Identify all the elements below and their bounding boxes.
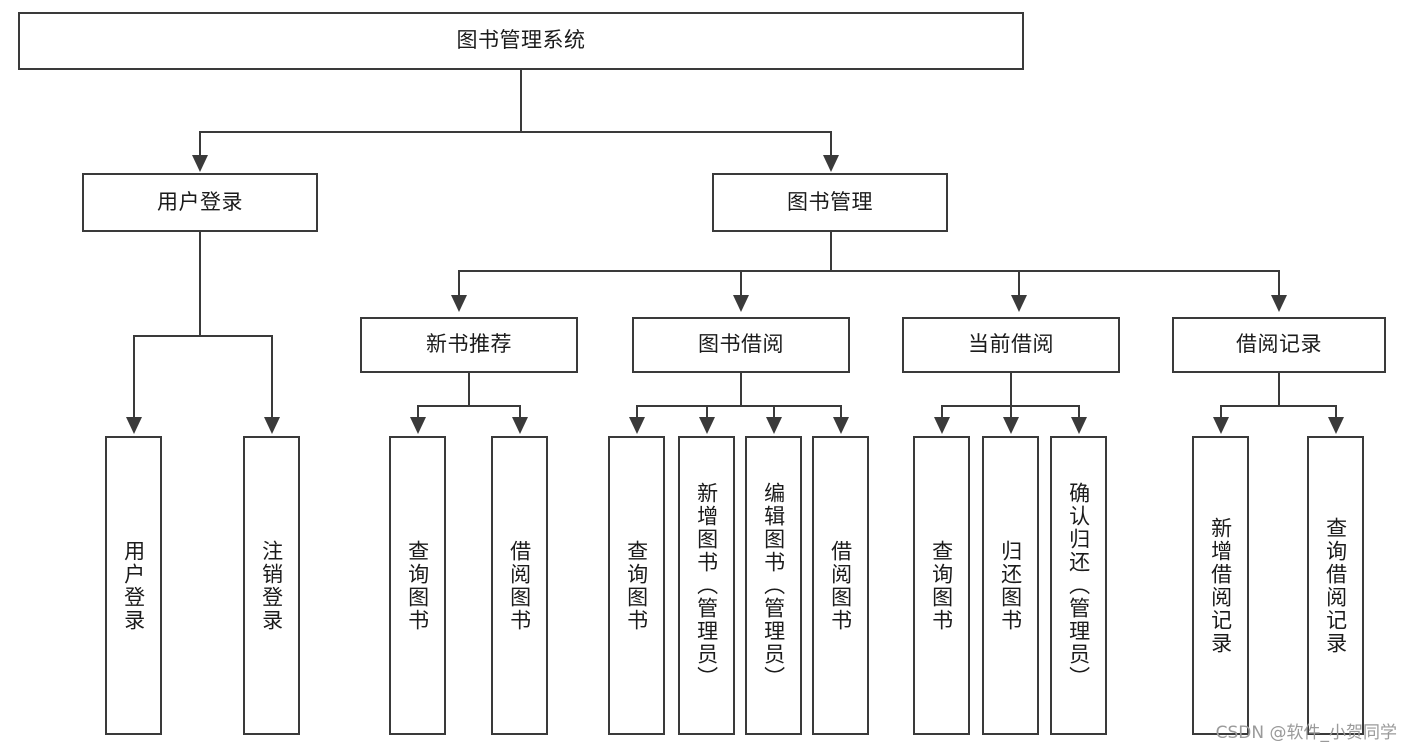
connector-book-management-bar [458,270,1280,272]
connector-borrow-record-bar [1220,405,1337,407]
arrowhead-book-borrow-leaf-3 [766,417,782,434]
node-label: 查询图书 [929,539,954,632]
connector-root-to-user-login [199,131,201,157]
connector-book-borrow-stem [740,373,742,406]
connector-bm-drop-4 [1278,270,1280,297]
node-book-management[interactable]: 图书管理 [712,173,948,232]
connector-root-to-book-management [830,131,832,157]
leaf-new-book-query-book[interactable]: 查询图书 [389,436,446,735]
node-label: 用户登录 [121,539,146,632]
leaf-book-borrow-borrow-book[interactable]: 借阅图书 [812,436,869,735]
connector-bm-drop-1 [458,270,460,297]
node-new-book-recommend[interactable]: 新书推荐 [360,317,578,373]
arrowhead-new-book-leaf-2 [512,417,528,434]
connector-new-book-drop-2 [519,405,521,419]
arrowhead-book-borrow-leaf-4 [833,417,849,434]
arrowhead-user-login-leaf-1 [126,417,142,434]
node-label: 编辑图书（管理员） [761,482,786,689]
leaf-user-login-logout[interactable]: 注销登录 [243,436,300,735]
node-label: 借阅图书 [828,539,853,632]
connector-borrow-record-drop-2 [1335,405,1337,419]
connector-current-borrow-drop-2 [1010,405,1012,419]
arrowhead-bm-to-book-borrow [733,295,749,312]
node-label: 借阅记录 [1236,332,1322,357]
node-borrow-record[interactable]: 借阅记录 [1172,317,1386,373]
connector-current-borrow-stem [1010,373,1012,406]
connector-book-borrow-bar [636,405,841,407]
node-label: 归还图书 [998,539,1023,632]
arrowhead-borrow-record-leaf-2 [1328,417,1344,434]
arrowhead-bm-to-current-borrow [1011,295,1027,312]
connector-user-login-drop-2 [271,335,273,419]
connector-bm-drop-2 [740,270,742,297]
connector-user-login-bar [133,335,272,337]
connector-root-stem [520,70,522,132]
leaf-current-borrow-return-book[interactable]: 归还图书 [982,436,1039,735]
node-label: 当前借阅 [968,332,1054,357]
node-book-borrow[interactable]: 图书借阅 [632,317,850,373]
node-label: 新增图书（管理员） [694,482,719,689]
watermark: CSDN @软件_小贺同学 [1215,723,1397,743]
connector-book-borrow-drop-2 [706,405,708,419]
arrowhead-root-to-user-login [192,155,208,172]
node-label: 借阅图书 [507,539,532,632]
connector-borrow-record-stem [1278,373,1280,406]
node-label: 查询图书 [624,539,649,632]
node-root-book-management-system[interactable]: 图书管理系统 [18,12,1024,70]
node-label: 确认归还（管理员） [1066,482,1091,689]
arrowhead-user-login-leaf-2 [264,417,280,434]
leaf-book-borrow-query-book[interactable]: 查询图书 [608,436,665,735]
leaf-new-book-borrow-book[interactable]: 借阅图书 [491,436,548,735]
node-label: 新书推荐 [426,332,512,357]
arrowhead-current-borrow-leaf-1 [934,417,950,434]
connector-book-borrow-drop-1 [636,405,638,419]
node-label: 新增借阅记录 [1208,516,1233,655]
leaf-borrow-record-add-record[interactable]: 新增借阅记录 [1192,436,1249,735]
connector-bm-drop-3 [1018,270,1020,297]
connector-current-borrow-drop-1 [941,405,943,419]
connector-new-book-stem [468,373,470,406]
node-label: 查询图书 [405,539,430,632]
leaf-current-borrow-confirm-return-admin[interactable]: 确认归还（管理员） [1050,436,1107,735]
node-label: 注销登录 [259,539,284,632]
arrowhead-current-borrow-leaf-3 [1071,417,1087,434]
arrowhead-book-borrow-leaf-1 [629,417,645,434]
leaf-book-borrow-edit-book-admin[interactable]: 编辑图书（管理员） [745,436,802,735]
node-label: 图书管理系统 [456,28,586,53]
arrowhead-book-borrow-leaf-2 [699,417,715,434]
arrowhead-root-to-book-management [823,155,839,172]
arrowhead-current-borrow-leaf-2 [1003,417,1019,434]
connector-book-borrow-drop-3 [773,405,775,419]
leaf-current-borrow-query-book[interactable]: 查询图书 [913,436,970,735]
leaf-user-login-login[interactable]: 用户登录 [105,436,162,735]
connector-new-book-bar [417,405,521,407]
leaf-borrow-record-query-record[interactable]: 查询借阅记录 [1307,436,1364,735]
node-current-borrow[interactable]: 当前借阅 [902,317,1120,373]
node-label: 用户登录 [157,189,243,214]
connector-book-management-stem [830,232,832,271]
connector-user-login-drop-1 [133,335,135,419]
connector-new-book-drop-1 [417,405,419,419]
node-user-login[interactable]: 用户登录 [82,173,318,232]
connector-current-borrow-drop-3 [1078,405,1080,419]
connector-root-bar [199,131,832,133]
connector-book-borrow-drop-4 [840,405,842,419]
arrowhead-bm-to-new-book [451,295,467,312]
leaf-book-borrow-add-book-admin[interactable]: 新增图书（管理员） [678,436,735,735]
connector-user-login-stem [199,232,201,336]
connector-borrow-record-drop-1 [1220,405,1222,419]
arrowhead-bm-to-borrow-record [1271,295,1287,312]
arrowhead-borrow-record-leaf-1 [1213,417,1229,434]
node-label: 图书管理 [787,189,873,214]
arrowhead-new-book-leaf-1 [410,417,426,434]
node-label: 图书借阅 [698,332,784,357]
node-label: 查询借阅记录 [1323,516,1348,655]
